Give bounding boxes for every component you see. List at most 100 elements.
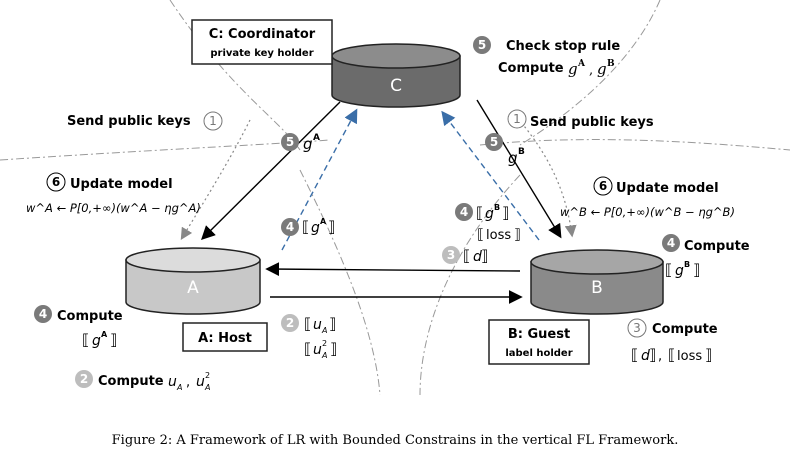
- step-6-left: 6: [46, 172, 66, 192]
- svg-text:A: A: [320, 217, 327, 226]
- step-5-gb: 5: [485, 133, 503, 151]
- math-enc-gb: ⟦ g B ⟧: [476, 203, 509, 222]
- svg-text:A: A: [321, 351, 327, 360]
- guest-box: B: Guest label holder: [488, 319, 590, 365]
- svg-text:2: 2: [286, 316, 294, 330]
- svg-text:,: ,: [658, 349, 662, 364]
- math-enc-ga: ⟦ g A ⟧: [302, 217, 335, 236]
- svg-text:2: 2: [322, 339, 327, 348]
- host-title: A: Host: [198, 331, 252, 346]
- svg-text:g: g: [92, 333, 101, 349]
- svg-text:⟦: ⟦: [477, 227, 484, 243]
- compute-a2-label: Compute: [98, 374, 164, 389]
- math-enc-loss: ⟦ loss ⟧: [477, 227, 521, 243]
- cylinder-b: B: [530, 249, 664, 315]
- send-public-keys-right: Send public keys: [530, 115, 654, 130]
- svg-text:4: 4: [39, 307, 47, 321]
- arrow-b-to-c: [441, 110, 540, 241]
- svg-text:g: g: [675, 263, 684, 279]
- public-key-arrow-to-b: [514, 114, 577, 238]
- cylinder-a: A: [125, 247, 261, 315]
- arrows: [180, 99, 577, 304]
- step-1-right: 1: [507, 109, 527, 129]
- svg-text:B: B: [518, 147, 525, 157]
- step-markers: 5 1 1 5 5 6 6: [34, 36, 680, 388]
- svg-text:g: g: [485, 206, 494, 222]
- svg-text:6: 6: [599, 179, 607, 193]
- svg-text:g: g: [597, 60, 607, 78]
- math-enc-ga-result: ⟦ g A ⟧: [82, 330, 117, 349]
- compute-a-label: Compute: [57, 309, 123, 324]
- svg-text:2: 2: [205, 371, 210, 380]
- arrow-a-to-c: [281, 108, 358, 251]
- svg-text:1: 1: [513, 112, 521, 126]
- svg-text:⟦: ⟦: [304, 315, 311, 333]
- coordinator-title: C: Coordinator: [209, 27, 316, 42]
- step-4-compute-a: 4: [34, 305, 52, 323]
- math-enc-d-loss-result: ⟦ d ⟧ , ⟦ loss ⟧: [631, 346, 712, 364]
- step-4-gb-enc: 4: [455, 203, 473, 221]
- step-3-d: 3: [442, 246, 460, 264]
- step-2-compute-a: 2: [75, 370, 93, 388]
- svg-text:5: 5: [490, 135, 498, 149]
- svg-text:⟦: ⟦: [665, 261, 672, 279]
- svg-text:,: ,: [186, 375, 190, 390]
- arrow-c-to-a: [201, 101, 341, 240]
- step-2-ua: 2: [281, 314, 299, 332]
- svg-text:A: A: [577, 59, 586, 69]
- step-3-compute-b: 3: [627, 318, 647, 338]
- svg-text:g: g: [568, 60, 578, 78]
- svg-text:⟧: ⟧: [693, 261, 700, 279]
- svg-text:⟦: ⟦: [82, 331, 89, 349]
- coordinator-subtitle: private key holder: [210, 48, 313, 59]
- math-gb-arrow: g B: [508, 147, 525, 167]
- math-enc-gb-result: ⟦ g B ⟧: [665, 260, 700, 279]
- compute-b-label: Compute: [684, 239, 750, 254]
- cylinder-b-label: B: [591, 278, 603, 298]
- step-5-check-stop: 5: [473, 36, 491, 54]
- step-1-left: 1: [203, 111, 223, 131]
- svg-text:4: 4: [667, 236, 675, 250]
- svg-text:⟦: ⟦: [668, 346, 675, 364]
- math-ua-ua2: u A , u 2 A: [168, 371, 210, 392]
- update-model-right: Update model: [616, 181, 719, 196]
- svg-text:⟧: ⟧: [110, 331, 117, 349]
- math-labels: g A g B w^A ← P[0,+∞)(w^A − ηg^A) w^B ← …: [26, 133, 735, 392]
- svg-text:B: B: [684, 260, 690, 269]
- cylinder-c: C: [331, 43, 461, 108]
- step-4-ga-enc: 4: [281, 218, 299, 236]
- svg-text:A: A: [321, 326, 327, 335]
- svg-text:3: 3: [447, 248, 455, 262]
- arrow-c-to-b: [476, 99, 562, 239]
- svg-text:5: 5: [478, 38, 486, 52]
- compute-ga-gb-label: Compute g A , g B: [498, 59, 615, 78]
- svg-text:⟧: ⟧: [514, 227, 521, 243]
- svg-text:3: 3: [633, 321, 641, 335]
- svg-text:loss: loss: [677, 349, 702, 364]
- guest-subtitle: label holder: [505, 348, 572, 359]
- svg-text:A: A: [101, 330, 108, 339]
- svg-text:⟦: ⟦: [463, 247, 470, 265]
- host-box: A: Host: [182, 322, 268, 352]
- figure-caption: Figure 2: A Framework of LR with Bounded…: [112, 433, 679, 448]
- step-6-right: 6: [593, 176, 613, 196]
- svg-text:loss: loss: [486, 228, 511, 243]
- step-4-compute-b: 4: [662, 234, 680, 252]
- svg-text:B: B: [494, 203, 500, 212]
- svg-text:d: d: [473, 249, 482, 265]
- svg-text:⟧: ⟧: [328, 218, 335, 236]
- svg-text:A: A: [176, 383, 182, 392]
- public-key-arrow-to-a: [180, 119, 251, 241]
- svg-text:1: 1: [209, 114, 217, 128]
- svg-text:u: u: [168, 374, 177, 390]
- svg-text:u: u: [313, 317, 322, 333]
- math-enc-d: ⟦ d ⟧: [463, 247, 488, 265]
- text-labels: Check stop rule Compute g A , g B Send p…: [57, 39, 750, 389]
- svg-text:⟧: ⟧: [502, 204, 509, 222]
- svg-text:g: g: [311, 220, 320, 236]
- send-public-keys-left: Send public keys: [67, 114, 191, 129]
- svg-text:g: g: [508, 149, 518, 167]
- svg-text:⟧: ⟧: [329, 315, 336, 333]
- compute-b2-label: Compute: [652, 322, 718, 337]
- coordinator-box: C: Coordinator private key holder: [191, 19, 333, 65]
